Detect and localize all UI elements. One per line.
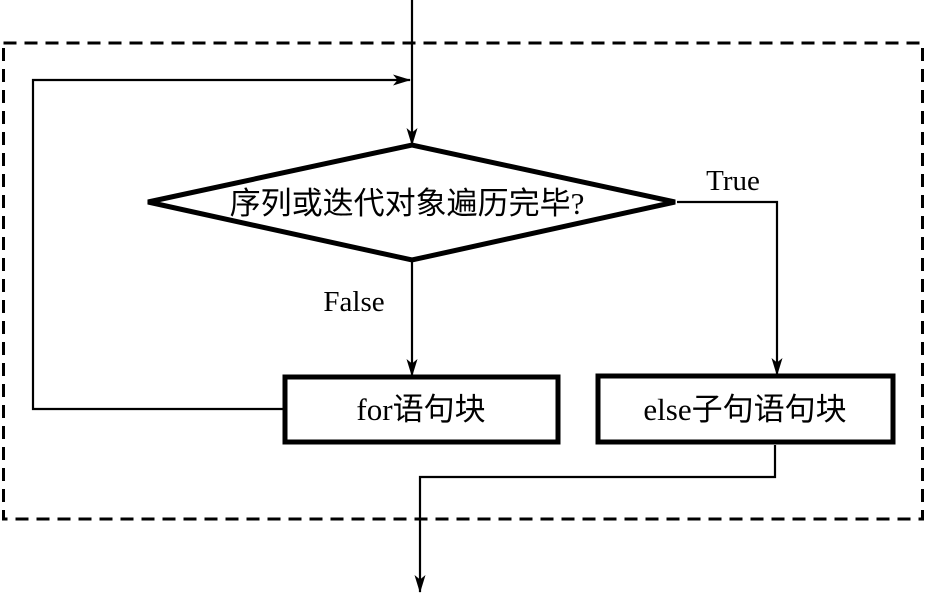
decision-label: 序列或迭代对象遍历完毕? (230, 186, 585, 221)
loop-boundary-dashed-rect (2, 41, 924, 521)
else-block-box (595, 373, 896, 445)
else-block-label: else子句语句块 (643, 392, 846, 427)
decision-diamond (147, 142, 676, 263)
false-label: False (323, 286, 384, 318)
true-branch-arrow (677, 200, 783, 376)
exit-arrow (414, 445, 777, 593)
true-label: True (706, 165, 760, 197)
for-block-label: for语句块 (356, 392, 485, 427)
loop-back-arrow (31, 74, 411, 411)
